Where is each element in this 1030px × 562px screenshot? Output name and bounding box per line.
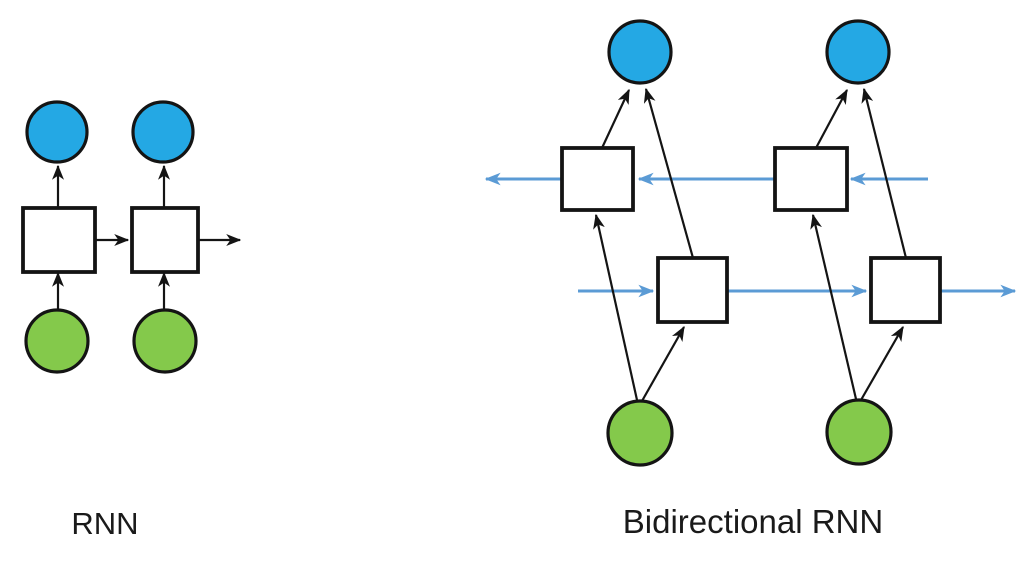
rnn-input-circle-1 (24, 308, 90, 374)
rnn-figure (21, 100, 242, 374)
birnn-forward-square-1 (656, 256, 729, 324)
birnn-edge-backward2-to-output2 (815, 88, 848, 149)
birnn-forward-square-2 (869, 256, 942, 324)
birnn-backward-square-2 (773, 146, 849, 212)
birnn-edge-input2-to-forward2 (860, 325, 904, 401)
rnn-caption: RNN (71, 506, 139, 541)
rnn-hidden-square-1 (21, 206, 97, 274)
birnn-edge-input1-to-forward1 (641, 325, 685, 402)
rnn-output-circle-2 (131, 100, 195, 164)
rnn-output-circle-1 (25, 100, 89, 164)
birnn-output-circle-1 (607, 19, 673, 85)
birnn-input-circle-2 (825, 398, 893, 466)
birnn-figure (484, 19, 1017, 467)
birnn-edge-backward1-to-output1 (601, 88, 630, 149)
birnn-black-edges (593, 87, 908, 402)
birnn-backward-square-1 (560, 146, 635, 212)
birnn-input-circle-1 (606, 399, 674, 467)
rnn-hidden-square-2 (130, 206, 200, 274)
birnn-caption: Bidirectional RNN (622, 503, 884, 540)
rnn-input-circle-2 (132, 308, 198, 374)
birnn-edge-input1-to-backward1 (593, 213, 639, 401)
birnn-edge-forward1-to-output1 (643, 87, 695, 259)
birnn-blue-flow-arrows (484, 172, 1017, 298)
birnn-edge-forward2-to-output2 (861, 87, 908, 259)
rnn-edges (52, 164, 242, 311)
birnn-edge-input2-to-backward2 (810, 213, 858, 400)
birnn-output-circle-2 (825, 19, 891, 85)
